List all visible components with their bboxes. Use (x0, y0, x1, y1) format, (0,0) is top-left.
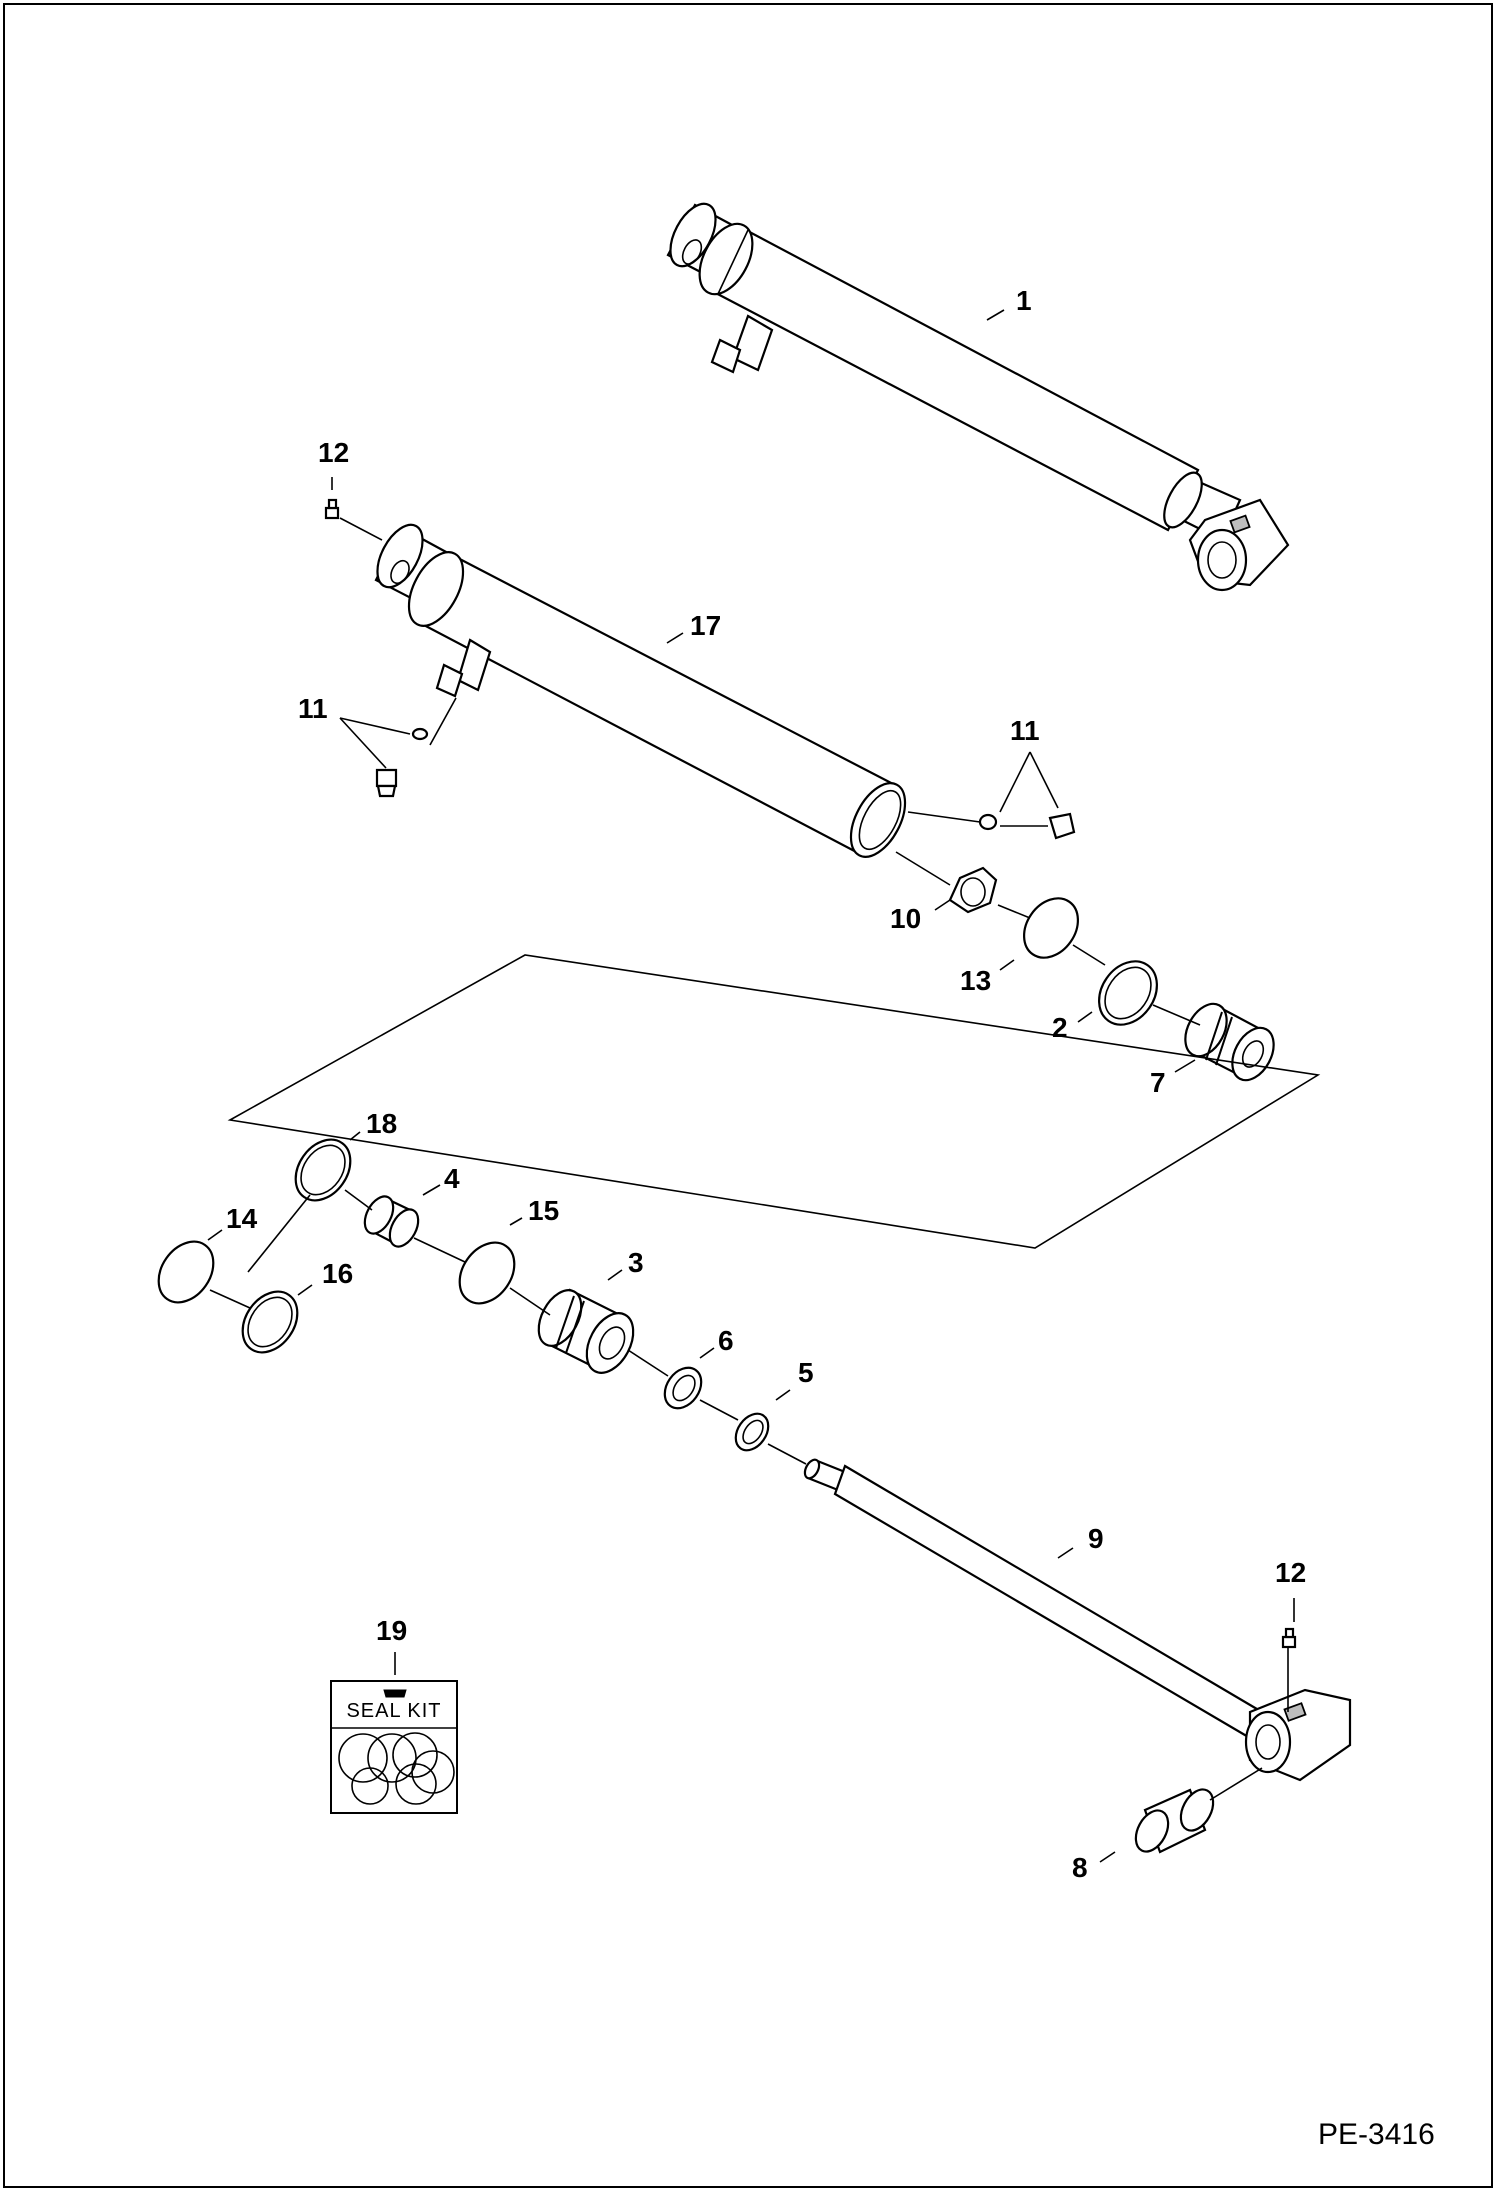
drawing-frame (3, 3, 1493, 2188)
part-6-wiper (663, 1366, 703, 1410)
callout-13: 13 (960, 965, 991, 996)
leader-lines (207, 309, 1295, 1863)
part-8-bushing (1134, 1788, 1215, 1854)
callout-16: 16 (322, 1258, 353, 1289)
callout-15: 15 (528, 1195, 559, 1226)
seal-kit-label: SEAL KIT (346, 1700, 441, 1722)
callout-8: 8 (1072, 1852, 1088, 1883)
part-3-gland (537, 1288, 635, 1374)
part-5-seal (734, 1412, 770, 1452)
part-14-ring (157, 1240, 215, 1304)
part-13-o-ring (1023, 897, 1079, 959)
callout-11-right: 11 (1010, 715, 1040, 746)
part-2-ring (1098, 960, 1158, 1026)
callout-6: 6 (718, 1325, 734, 1356)
callout-17: 17 (690, 610, 721, 641)
callout-18: 18 (366, 1108, 397, 1139)
callout-10: 10 (890, 903, 921, 934)
part-10-nut (948, 866, 998, 914)
drawing-code: PE-3416 (1318, 2118, 1435, 2151)
part-9-rod (803, 1458, 1352, 1782)
part-11-plug-right (978, 812, 1076, 840)
part-12-grease-fitting-upper (324, 498, 340, 520)
part-11-plug-left (375, 727, 429, 798)
callout-12-lower: 12 (1275, 1557, 1306, 1588)
callout-3: 3 (628, 1247, 644, 1278)
callout-9: 9 (1088, 1523, 1104, 1554)
callout-2: 2 (1052, 1012, 1068, 1043)
part-16-ring (241, 1290, 299, 1354)
callout-4: 4 (444, 1163, 460, 1194)
part-1-cylinder-assembly (666, 202, 1290, 592)
part-19-seal-kit: SEAL KIT (330, 1680, 458, 1814)
part-12-grease-fitting-lower (1281, 1627, 1297, 1649)
callout-7: 7 (1150, 1067, 1166, 1098)
part-4-bushing (363, 1195, 420, 1248)
part-7-piston (1184, 1002, 1275, 1082)
part-17-barrel (374, 523, 907, 858)
assembly-lines (209, 517, 1289, 1801)
part-15-ring (458, 1241, 516, 1305)
callout-5: 5 (798, 1357, 814, 1388)
callout-14: 14 (226, 1203, 258, 1234)
callout-19: 19 (376, 1615, 407, 1646)
callout-1: 1 (1016, 285, 1032, 316)
callout-labels: 1 12 17 11 11 10 13 2 7 18 4 15 14 16 3 … (226, 285, 1306, 1883)
callout-12-upper: 12 (318, 437, 349, 468)
callout-11-left: 11 (298, 693, 328, 724)
detail-enclosure-outline (227, 954, 1321, 1249)
part-18-ring (294, 1138, 352, 1202)
